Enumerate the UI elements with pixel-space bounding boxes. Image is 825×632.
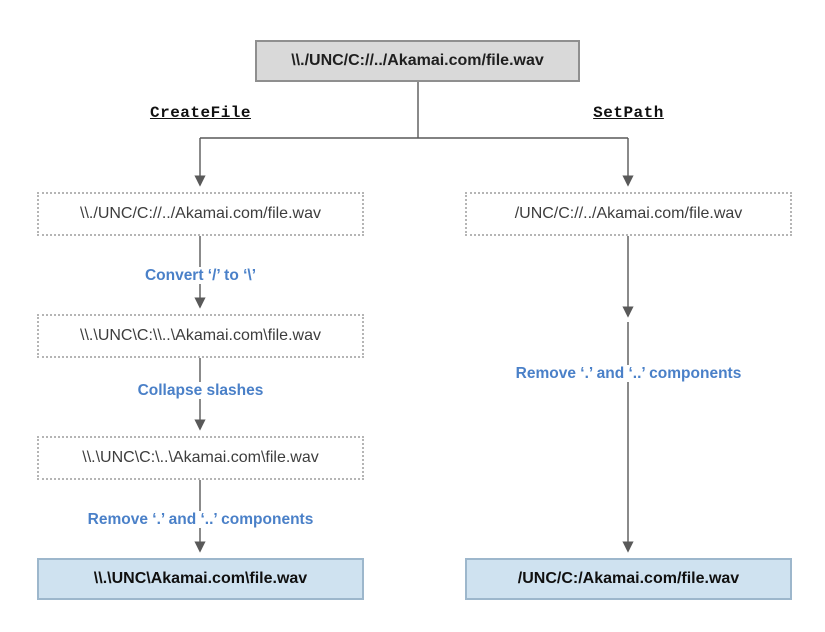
setpath-op1-label: Remove ‘.’ and ‘..’ components xyxy=(465,364,792,384)
createfile-op2-label: Collapse slashes xyxy=(37,381,364,401)
branch-label-createfile: CreateFile xyxy=(149,104,251,122)
createfile-result-box: \\.\UNC\Akamai.com\file.wav xyxy=(37,558,364,600)
createfile-op1-text: Convert ‘/’ to ‘\’ xyxy=(139,267,262,284)
createfile-step1-box: \\./UNC/C://../Akamai.com/file.wav xyxy=(37,192,364,236)
setpath-result-box: /UNC/C:/Akamai.com/file.wav xyxy=(465,558,792,600)
createfile-op2-text: Collapse slashes xyxy=(132,382,269,399)
root-path-box: \\./UNC/C://../Akamai.com/file.wav xyxy=(255,40,580,82)
branch-label-setpath: SetPath xyxy=(593,104,664,122)
createfile-op1-label: Convert ‘/’ to ‘\’ xyxy=(37,266,364,286)
setpath-op1-text: Remove ‘.’ and ‘..’ components xyxy=(510,365,747,382)
createfile-step2-box: \\.\UNC\C:\\..\Akamai.com\file.wav xyxy=(37,314,364,358)
createfile-op3-text: Remove ‘.’ and ‘..’ components xyxy=(82,511,319,528)
createfile-step3-box: \\.\UNC\C:\..\Akamai.com\file.wav xyxy=(37,436,364,480)
createfile-op3-label: Remove ‘.’ and ‘..’ components xyxy=(37,510,364,530)
setpath-step1-box: /UNC/C://../Akamai.com/file.wav xyxy=(465,192,792,236)
